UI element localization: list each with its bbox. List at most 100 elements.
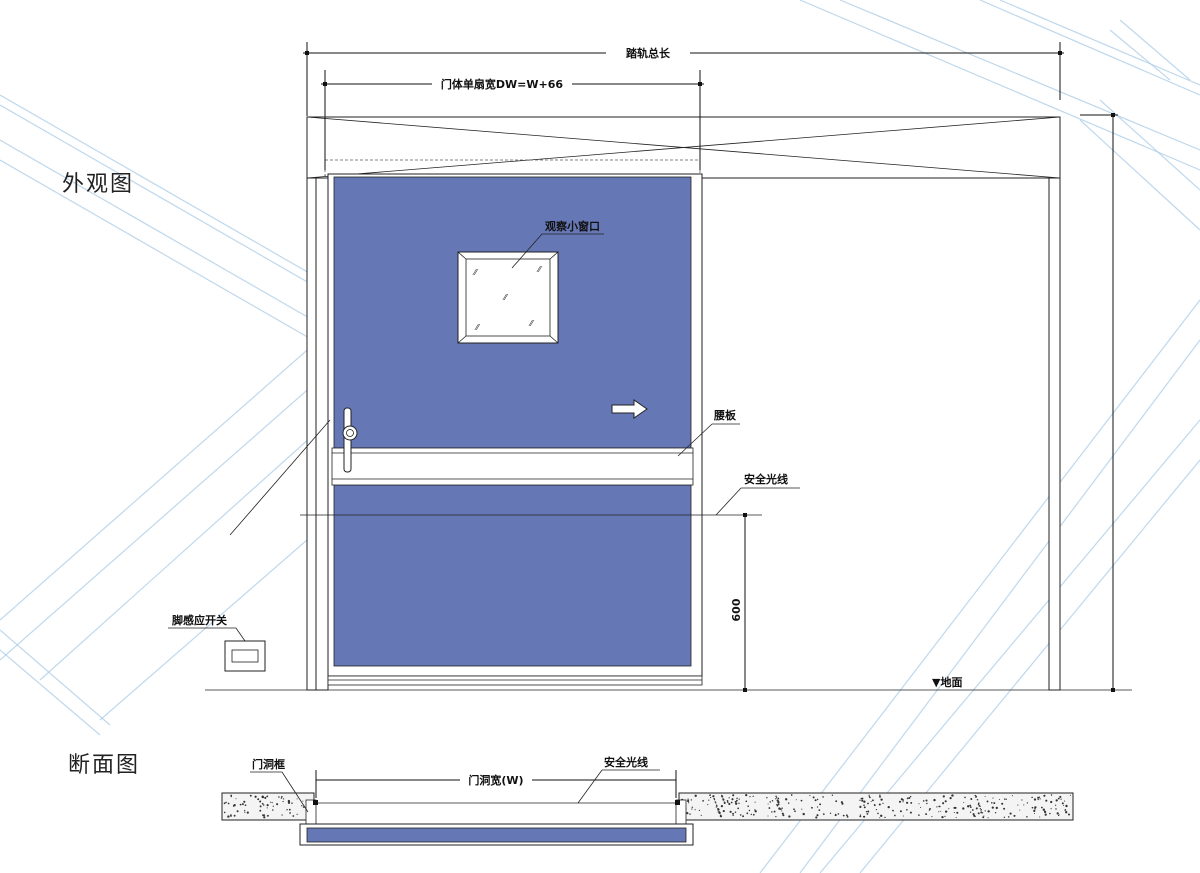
safety-height-label: 600 [730,598,743,621]
texture-dot [1060,798,1062,800]
texture-dot [1031,796,1033,799]
texture-dot [1069,794,1071,796]
texture-dot [230,794,233,797]
texture-dot [944,815,946,818]
texture-dot [922,800,925,802]
texture-dot [860,814,862,816]
texture-dot [288,808,291,811]
texture-dot [1019,809,1021,811]
texture-dot [767,803,769,805]
texture-dot [977,803,980,806]
texture-dot [291,802,293,804]
texture-dot [936,806,938,808]
texture-dot [777,803,780,806]
texture-dot [263,804,265,806]
texture-dot [729,810,732,813]
texture-dot [1044,809,1045,811]
texture-dot [745,800,748,803]
texture-dot [259,805,262,808]
texture-dot [691,808,693,810]
texture-dot [863,800,866,803]
texture-dot [257,798,260,801]
texture-dot [975,796,977,798]
texture-dot [944,800,947,803]
texture-dot [271,801,273,804]
texture-dot [686,812,689,815]
texture-dot [688,802,690,804]
texture-dot [861,797,864,800]
texture-dot [1026,816,1028,818]
texture-dot [246,811,249,814]
texture-dot [739,814,742,816]
texture-dot [287,799,291,803]
texture-dot [884,816,886,819]
svg-text:⁄⁄: ⁄⁄ [474,323,480,332]
texture-dot [1067,813,1071,816]
texture-dot [689,813,691,815]
texture-dot [964,796,966,799]
texture-dot [880,814,883,817]
texture-dot [687,799,690,803]
texture-dot [281,795,283,798]
texture-dot [263,816,266,819]
texture-dot [1004,798,1006,800]
texture-dot [951,794,953,797]
door-frame-posts [306,177,1061,691]
texture-dot [728,802,731,806]
texture-dot [879,794,881,797]
texture-dot [721,795,724,798]
texture-dot [1059,795,1062,798]
texture-dot [1039,798,1041,800]
texture-dot [727,801,729,803]
texture-dot [866,813,869,815]
texture-dot [732,812,735,815]
texture-dot [962,807,965,810]
texture-dot [879,817,881,819]
texture-dot [709,794,711,796]
texture-dot [1044,813,1047,816]
texture-dot [287,801,291,804]
door-leaf [327,173,703,686]
texture-dot [754,810,757,813]
texture-dot [1045,799,1048,802]
texture-dot [702,800,704,802]
texture-dot [944,810,948,813]
texture-dot [698,809,701,812]
texture-dot [748,809,751,812]
texture-dot [1054,804,1057,806]
track-total-length-label: 踏轨总长 [626,46,671,60]
texture-dot [835,800,838,803]
texture-dot [777,797,780,800]
texture-dot [982,812,984,814]
texture-dot [900,798,903,801]
texture-dot [933,798,936,802]
track-header-box [306,116,1061,179]
texture-dot [861,799,864,802]
texture-dot [794,810,796,813]
observation-window-label: 观察小窗口 [545,219,600,233]
texture-dot [1033,812,1036,814]
texture-dot [842,814,845,817]
texture-dot [716,805,718,807]
texture-dot [867,802,869,805]
texture-dot [1043,794,1046,797]
texture-dot [714,799,716,801]
texture-dot [931,816,933,818]
texture-dot [980,809,982,811]
texture-dot [781,807,783,809]
texture-dot [887,805,890,809]
texture-dot [1058,814,1060,816]
texture-dot [728,797,730,799]
texture-dot [906,797,909,800]
texture-dot [1061,802,1064,805]
texture-dot [972,813,975,816]
texture-dot [976,799,979,801]
svg-text:⁄⁄: ⁄⁄ [472,268,478,277]
texture-dot [986,800,989,803]
texture-dot [687,798,689,800]
texture-dot [754,809,756,811]
section-door-panel [306,827,687,843]
texture-dot [865,811,868,813]
